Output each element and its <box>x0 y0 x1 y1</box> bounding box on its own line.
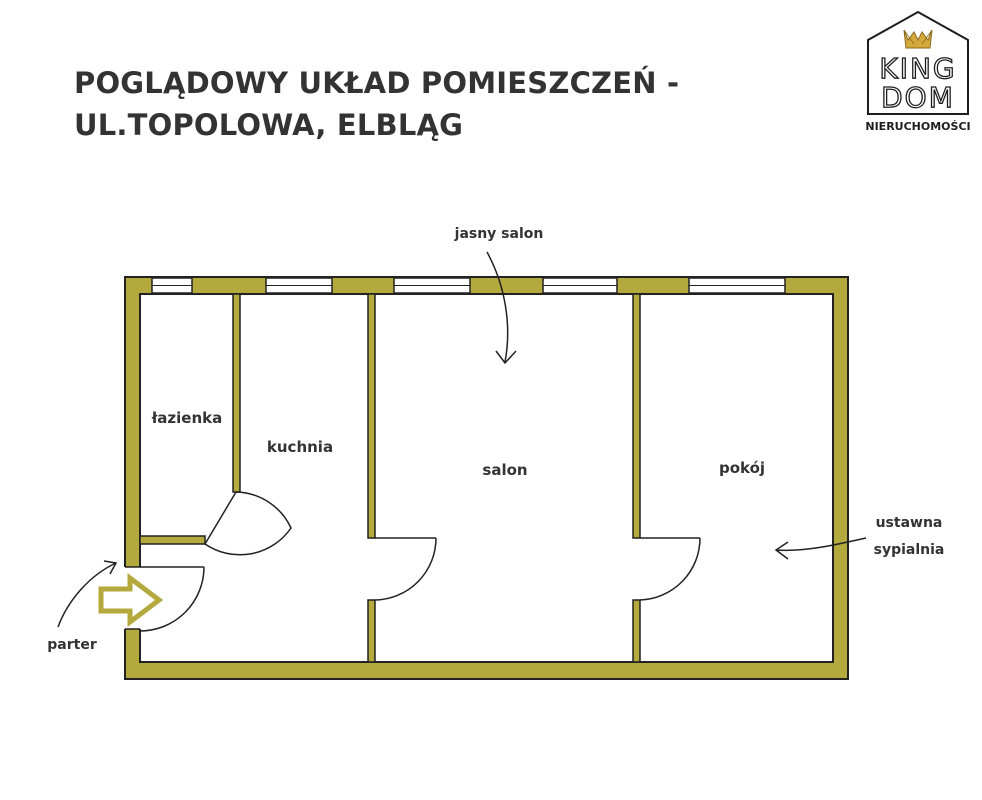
annotation-bedroom-line2: sypialnia <box>874 542 945 558</box>
logo-dom: DOM <box>881 81 955 114</box>
interior-walls <box>139 293 641 663</box>
room-label-bathroom: łazienka <box>151 409 223 427</box>
curved-arrow-icon <box>57 560 118 628</box>
logo-tagline: NIERUCHOMOŚCI <box>865 120 970 133</box>
title-line-1: POGLĄDOWY UKŁAD POMIESZCZEŃ - <box>74 66 680 100</box>
wall-bathroom-kitchen <box>232 293 241 493</box>
salon-door <box>374 537 437 601</box>
wall-kitchen-salon-lower <box>367 599 376 663</box>
room-label-kitchen: kuchnia <box>267 438 333 456</box>
annotation-bedroom-line1: ustawna <box>876 515 943 531</box>
entrance-door <box>139 566 205 632</box>
doors <box>139 491 701 632</box>
title-line-2: UL.TOPOLOWA, ELBLĄG <box>74 108 464 142</box>
wall-kitchen-salon-upper <box>367 293 376 539</box>
kingdom-logo: KING DOM NIERUCHOMOŚCI <box>865 10 971 133</box>
entrance-arrow-icon <box>98 572 164 628</box>
wall-salon-room-lower <box>632 599 641 663</box>
room-door <box>639 537 701 601</box>
arrow-left-icon <box>774 537 867 560</box>
wall-salon-room-upper <box>632 293 641 539</box>
annotation-ground-floor: parter <box>47 637 97 653</box>
arrow-down-icon <box>486 251 517 365</box>
wall-bathroom-hall <box>139 535 206 545</box>
room-label-salon: salon <box>482 461 527 479</box>
annotation-bright-salon: jasny salon <box>454 226 544 242</box>
room-label-room: pokój <box>719 459 765 477</box>
logo-king: KING <box>879 52 956 85</box>
page-title: POGLĄDOWY UKŁAD POMIESZCZEŃ - UL.TOPOLOW… <box>74 62 679 146</box>
crown-icon <box>903 29 933 49</box>
bathroom-door <box>204 491 292 556</box>
